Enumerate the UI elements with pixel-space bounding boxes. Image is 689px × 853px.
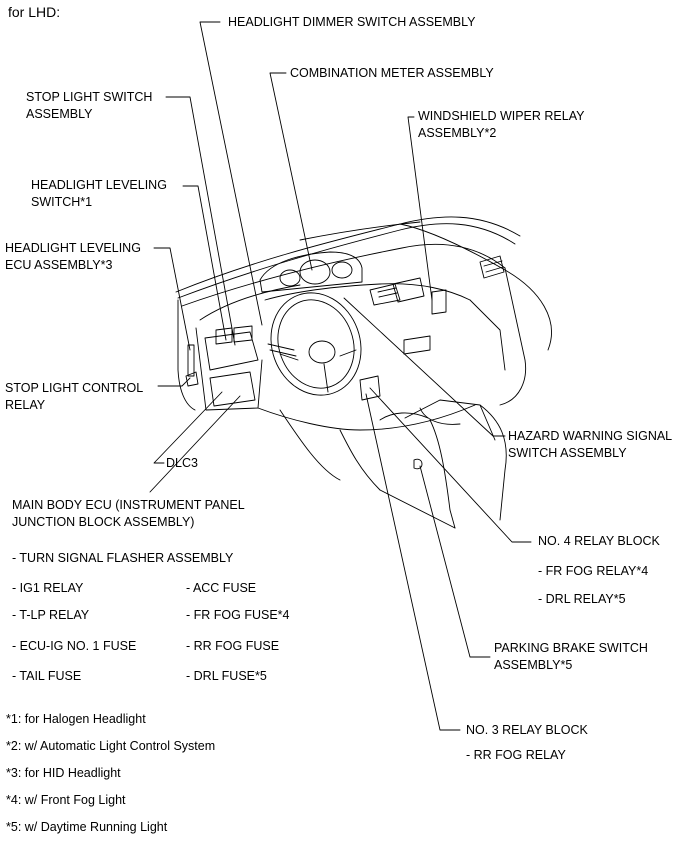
label-line: ECU ASSEMBLY*3	[5, 258, 113, 272]
footnote: *1: for Halogen Headlight	[6, 712, 146, 726]
label-main-body-ecu: MAIN BODY ECU (INSTRUMENT PANEL JUNCTION…	[12, 497, 245, 531]
header-text: for LHD:	[8, 4, 61, 20]
label-no3-relay-block: NO. 3 RELAY BLOCK	[466, 722, 588, 739]
dashboard-outline	[175, 216, 552, 529]
footnote: *2: w/ Automatic Light Control System	[6, 739, 216, 753]
label-line: COMBINATION METER ASSEMBLY	[290, 66, 494, 80]
label-no4-relay-block: NO. 4 RELAY BLOCK	[538, 533, 660, 550]
label-line: HEADLIGHT DIMMER SWITCH ASSEMBLY	[228, 15, 476, 29]
label-windshield-wiper-relay: WINDSHIELD WIPER RELAY ASSEMBLY*2	[418, 108, 584, 142]
label-line: HEADLIGHT LEVELING	[31, 178, 167, 192]
main-body-ecu-item: - FR FOG FUSE*4	[186, 608, 290, 622]
label-line: ASSEMBLY	[26, 107, 93, 121]
main-body-ecu-item: - TURN SIGNAL FLASHER ASSEMBLY	[12, 551, 234, 565]
label-line: SWITCH*1	[31, 195, 93, 209]
center-panel-drawing	[185, 255, 505, 470]
main-body-ecu-item: - ECU-IG NO. 1 FUSE	[12, 639, 137, 653]
label-line: ASSEMBLY*2	[418, 126, 497, 140]
main-body-ecu-item: - TAIL FUSE	[12, 669, 82, 683]
label-dlc3: DLC3	[166, 455, 198, 472]
label-line: NO. 3 RELAY BLOCK	[466, 723, 588, 737]
label-stop-light-control-relay: STOP LIGHT CONTROL RELAY	[5, 380, 143, 414]
label-line: SWITCH ASSEMBLY	[508, 446, 627, 460]
label-line: STOP LIGHT SWITCH	[26, 90, 153, 104]
label-headlight-dimmer-switch: HEADLIGHT DIMMER SWITCH ASSEMBLY	[228, 14, 476, 31]
label-headlight-leveling-switch: HEADLIGHT LEVELING SWITCH*1	[31, 177, 167, 211]
label-headlight-leveling-ecu: HEADLIGHT LEVELING ECU ASSEMBLY*3	[5, 240, 141, 274]
label-combination-meter: COMBINATION METER ASSEMBLY	[290, 65, 494, 82]
main-body-ecu-item: - IG1 RELAY	[12, 581, 84, 595]
combination-meter-drawing	[259, 251, 363, 293]
steering-wheel-drawing	[267, 292, 362, 396]
label-line: NO. 4 RELAY BLOCK	[538, 534, 660, 548]
label-stop-light-switch: STOP LIGHT SWITCH ASSEMBLY	[26, 89, 152, 123]
label-line: HAZARD WARNING SIGNAL	[508, 429, 673, 443]
label-line: WINDSHIELD WIPER RELAY	[418, 109, 585, 123]
footnote: *4: w/ Front Fog Light	[6, 793, 126, 807]
footnote: *3: for HID Headlight	[6, 766, 121, 780]
no4-relay-item: - FR FOG RELAY*4	[538, 564, 649, 578]
label-line: DLC3	[166, 456, 198, 470]
main-body-ecu-item: - DRL FUSE*5	[186, 669, 267, 683]
main-body-ecu-item: - RR FOG FUSE	[186, 639, 280, 653]
label-line: PARKING BRAKE SWITCH	[494, 641, 648, 655]
label-line: JUNCTION BLOCK ASSEMBLY)	[12, 515, 195, 529]
label-line: HEADLIGHT LEVELING	[5, 241, 141, 255]
label-line: ASSEMBLY*5	[494, 658, 573, 672]
no4-relay-item: - DRL RELAY*5	[538, 592, 626, 606]
label-line: RELAY	[5, 398, 46, 412]
label-hazard-warning-switch: HAZARD WARNING SIGNAL SWITCH ASSEMBLY	[508, 428, 672, 462]
main-body-ecu-item: - T-LP RELAY	[12, 608, 90, 622]
label-line: MAIN BODY ECU (INSTRUMENT PANEL	[12, 498, 245, 512]
main-body-ecu-item: - ACC FUSE	[186, 581, 257, 595]
label-parking-brake-switch: PARKING BRAKE SWITCH ASSEMBLY*5	[494, 640, 648, 674]
footnote: *5: w/ Daytime Running Light	[6, 820, 168, 834]
leader-lines	[149, 21, 532, 731]
label-line: STOP LIGHT CONTROL	[5, 381, 144, 395]
no3-relay-item: - RR FOG RELAY	[466, 748, 566, 762]
